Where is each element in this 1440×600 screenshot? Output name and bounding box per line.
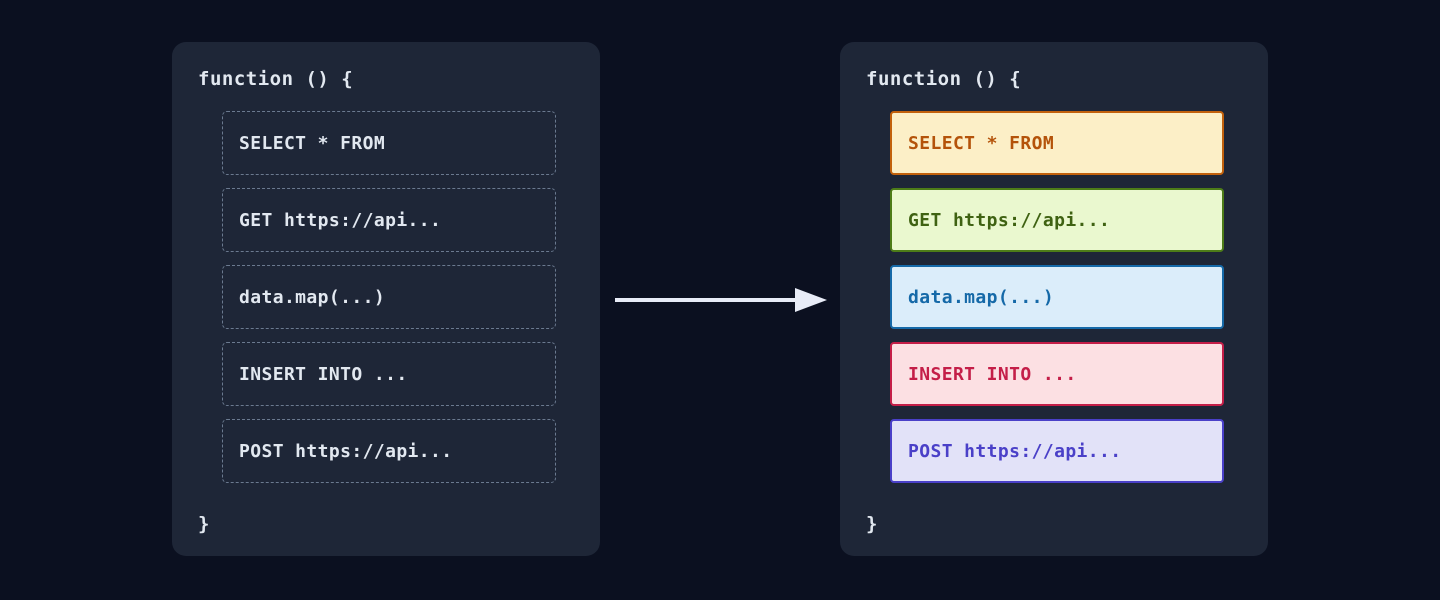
function-close-brace: } bbox=[198, 513, 210, 535]
statement-sql-select-tagged[interactable]: SELECT * FROM bbox=[890, 111, 1224, 175]
statement-text: data.map(...) bbox=[908, 286, 1055, 308]
statement-list-after: SELECT * FROM GET https://api... data.ma… bbox=[890, 111, 1224, 483]
statement-sql-select[interactable]: SELECT * FROM bbox=[222, 111, 556, 175]
statement-http-get-tagged[interactable]: GET https://api... bbox=[890, 188, 1224, 252]
statement-http-post-tagged[interactable]: POST https://api... bbox=[890, 419, 1224, 483]
function-open-brace: function () { bbox=[198, 68, 354, 90]
panel-after: function () { SELECT * FROM GET https://… bbox=[840, 42, 1268, 556]
statement-text: POST https://api... bbox=[239, 440, 453, 462]
function-open-brace: function () { bbox=[866, 68, 1022, 90]
statement-text: POST https://api... bbox=[908, 440, 1122, 462]
statement-sql-insert[interactable]: INSERT INTO ... bbox=[222, 342, 556, 406]
function-close-brace: } bbox=[866, 513, 878, 535]
statement-js-map[interactable]: data.map(...) bbox=[222, 265, 556, 329]
transform-arrow-icon bbox=[615, 288, 827, 312]
statement-text: data.map(...) bbox=[239, 286, 386, 308]
statement-text: SELECT * FROM bbox=[908, 132, 1055, 154]
statement-http-post[interactable]: POST https://api... bbox=[222, 419, 556, 483]
statement-list-before: SELECT * FROM GET https://api... data.ma… bbox=[222, 111, 556, 483]
statement-text: INSERT INTO ... bbox=[908, 363, 1077, 385]
statement-text: GET https://api... bbox=[908, 209, 1111, 231]
statement-text: INSERT INTO ... bbox=[239, 363, 408, 385]
panel-before: function () { SELECT * FROM GET https://… bbox=[172, 42, 600, 556]
statement-js-map-tagged[interactable]: data.map(...) bbox=[890, 265, 1224, 329]
statement-text: SELECT * FROM bbox=[239, 132, 386, 154]
statement-text: GET https://api... bbox=[239, 209, 442, 231]
statement-sql-insert-tagged[interactable]: INSERT INTO ... bbox=[890, 342, 1224, 406]
statement-http-get[interactable]: GET https://api... bbox=[222, 188, 556, 252]
